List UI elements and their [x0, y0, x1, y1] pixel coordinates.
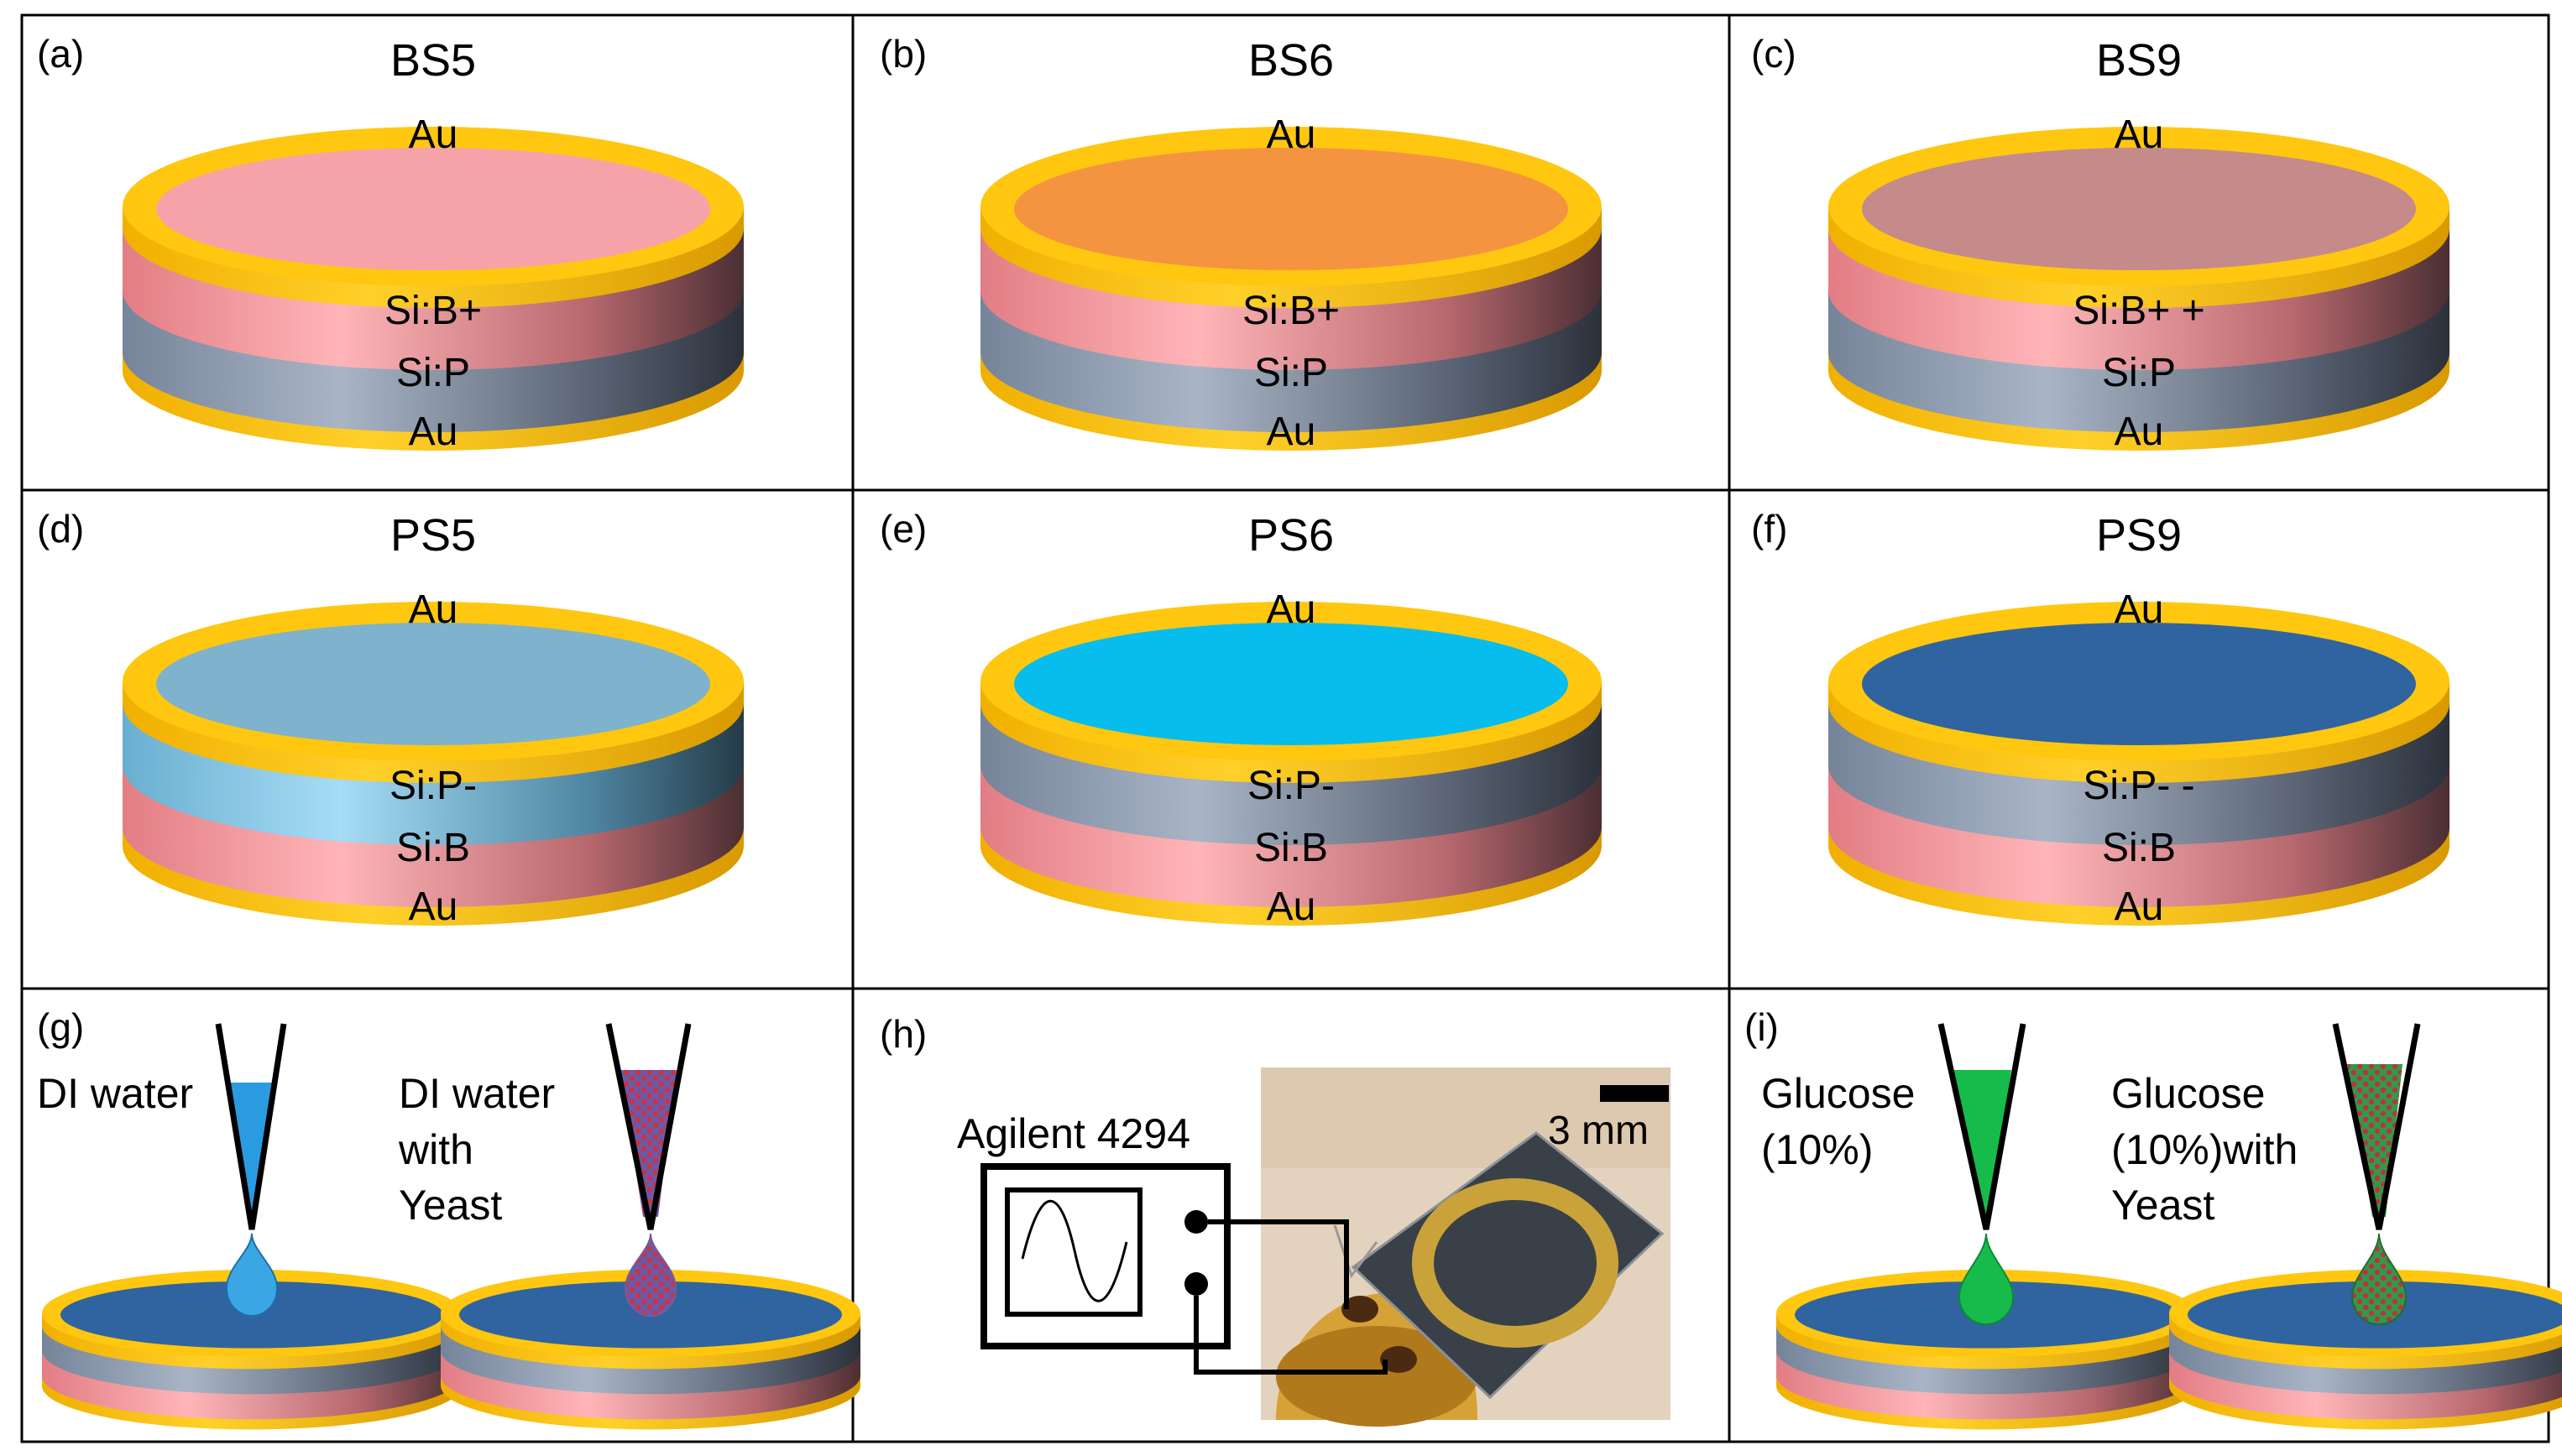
pipette-glucose-yeast	[2332, 1023, 2421, 1326]
panel-letter: (d)	[37, 507, 84, 551]
top-electrode-label: Au	[1267, 587, 1316, 632]
lower-layer-label: Si:P	[2102, 351, 2176, 395]
top-electrode-label: Au	[409, 587, 458, 632]
instrument-label: Agilent 4294	[957, 1110, 1190, 1157]
pipette-yeast	[605, 1023, 692, 1318]
upper-layer-label: Si:B+ +	[2073, 289, 2204, 333]
panel-letter: (g)	[37, 1005, 84, 1049]
active-surface	[1862, 148, 2416, 270]
top-electrode-label: Au	[2115, 112, 2164, 157]
panel-title: BS5	[390, 35, 476, 86]
top-electrode-label: Au	[409, 112, 458, 157]
device-photo	[1261, 1067, 1671, 1427]
terminal-2	[1184, 1272, 1208, 1296]
wire-2	[1194, 1296, 1388, 1375]
panel-title: PS9	[2096, 510, 2182, 561]
panel-title: PS5	[390, 510, 476, 561]
yeast-label-line3: Yeast	[399, 1182, 502, 1229]
glucose-label-line2: (10%)	[1761, 1126, 1873, 1173]
top-electrode-label: Au	[2115, 587, 2164, 632]
pipette-water	[215, 1023, 287, 1318]
panel-title: BS9	[2096, 35, 2182, 86]
lower-layer-label: Si:B	[1254, 826, 1328, 870]
glucose-label-line1: Glucose	[1761, 1070, 1915, 1117]
sine-wave	[1021, 1199, 1128, 1302]
active-surface	[1014, 623, 1568, 745]
upper-layer-label: Si:B+	[1242, 289, 1340, 333]
panel-letter: (i)	[1744, 1005, 1779, 1049]
terminal-1	[1184, 1210, 1208, 1234]
lower-layer-label: Si:B	[2102, 826, 2176, 870]
di-water-label: DI water	[37, 1070, 193, 1117]
bottom-electrode-label: Au	[409, 410, 458, 454]
bottom-electrode-label: Au	[1267, 885, 1316, 929]
scale-bar	[1600, 1085, 1669, 1102]
panel-g: (g) DI water DI water with Yeast	[37, 1005, 2562, 1430]
active-surface	[156, 623, 710, 745]
panel-letter: (e)	[880, 507, 927, 551]
panel-grid	[20, 13, 2550, 1443]
lower-layer-label: Si:P	[1254, 351, 1328, 395]
small-discs	[42, 1270, 2562, 1430]
bottom-electrode-label: Au	[2115, 885, 2164, 929]
glucose-yeast-line2: (10%)with	[2111, 1126, 2298, 1173]
active-surface	[1014, 148, 1568, 270]
top-electrode-label: Au	[1267, 112, 1316, 157]
upper-layer-label: Si:P-	[1247, 764, 1335, 808]
active-surface	[1862, 623, 2416, 745]
panel-letter: (a)	[37, 32, 84, 76]
bottom-electrode-label: Au	[1267, 410, 1316, 454]
lower-layer-label: Si:P	[396, 351, 470, 395]
sample-disc	[1776, 1270, 2196, 1430]
lower-layer-label: Si:B	[396, 826, 470, 870]
yeast-label-line1: DI water	[399, 1070, 555, 1117]
yeast-label-line2: with	[398, 1126, 473, 1173]
panel-h: (h) Agilent 4294 3 mm	[880, 1012, 1671, 1427]
scale-label: 3 mm	[1548, 1109, 1649, 1153]
upper-layer-label: Si:B+	[384, 289, 482, 333]
panel-letter: (h)	[880, 1012, 927, 1056]
bottom-electrode-label: Au	[2115, 410, 2164, 454]
panel-i: (i) Glucose (10%) Glucose (10%)with Yeas…	[1744, 1005, 2421, 1326]
panel-title: BS6	[1248, 35, 1334, 86]
active-surface	[156, 148, 710, 270]
upper-layer-label: Si:P- -	[2083, 764, 2194, 808]
panel-letter: (c)	[1751, 32, 1796, 76]
pipette-glucose	[1937, 1023, 2026, 1326]
panel-letter: (b)	[880, 32, 927, 76]
panel-letter: (f)	[1751, 507, 1787, 551]
glucose-yeast-line1: Glucose	[2111, 1070, 2265, 1117]
panel-title: PS6	[1248, 510, 1334, 561]
glucose-yeast-line3: Yeast	[2111, 1182, 2214, 1229]
device-stacks: (a)BS5AuSi:B+Si:PAu(b)BS6AuSi:B+Si:PAu(c…	[37, 32, 2450, 929]
wire-1	[1208, 1219, 1349, 1309]
upper-layer-label: Si:P-	[390, 764, 477, 808]
bottom-electrode-label: Au	[409, 885, 458, 929]
